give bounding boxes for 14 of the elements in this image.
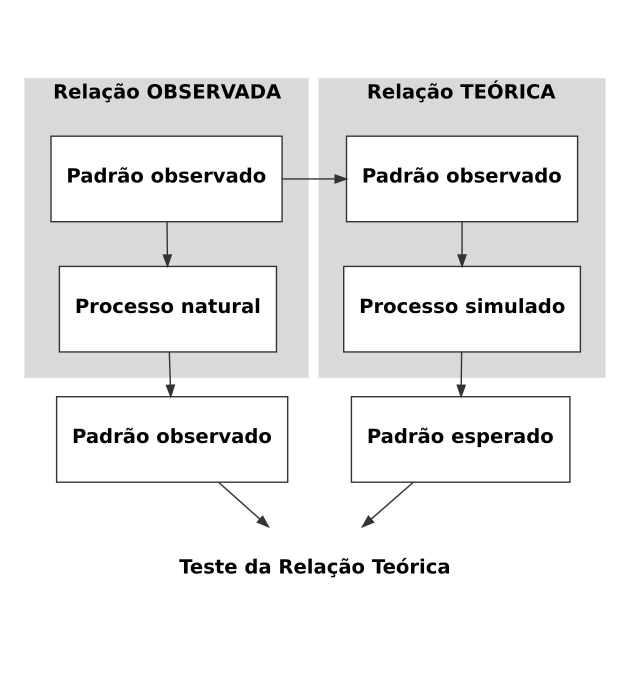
node-box: Padrão esperado [350, 396, 571, 482]
node-box: Processo simulado [343, 265, 582, 352]
arrow [360, 481, 414, 528]
node-box: Padrão observado [56, 396, 288, 482]
arrow [456, 351, 466, 398]
arrow [162, 221, 172, 268]
arrow [282, 174, 348, 184]
arrow [218, 481, 270, 528]
node-text: Teste da Relação Teórica [179, 554, 451, 578]
node-box: Padrão observado [50, 135, 283, 222]
arrow [457, 221, 467, 268]
node-box: Padrão observado [346, 135, 578, 222]
node-box: Processo natural [58, 265, 278, 352]
arrow [165, 351, 176, 398]
